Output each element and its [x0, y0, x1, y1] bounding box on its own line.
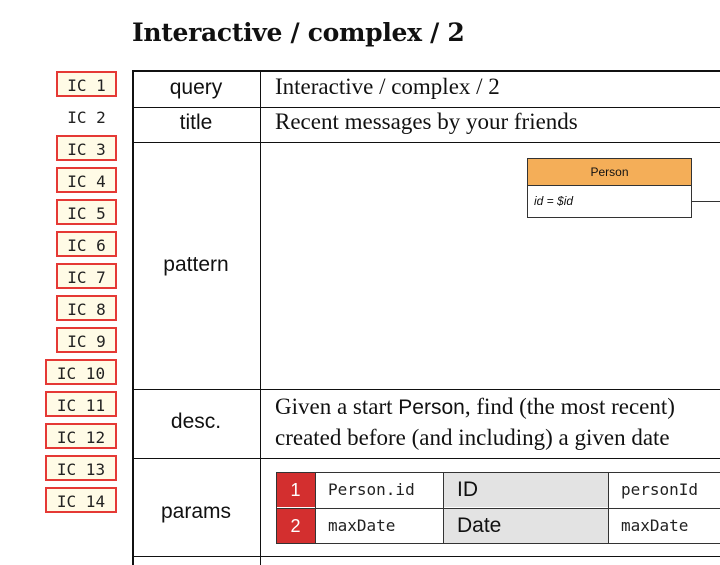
- row-value-query: Interactive / complex / 2: [275, 74, 500, 99]
- table-border-top: [132, 70, 720, 72]
- row-key-desc: desc.: [170, 410, 222, 433]
- row-value-desc-line-1: Given a start Person, find (the most rec…: [275, 394, 675, 420]
- table-column-divider: [260, 70, 261, 565]
- pattern-node-person-header: Person: [527, 158, 692, 186]
- row-key-params: params: [160, 500, 232, 523]
- params-grid-bottom: [276, 543, 720, 544]
- row-value-title: Recent messages by your friends: [275, 109, 578, 134]
- nav-item-ic-1[interactable]: IC 1: [56, 71, 117, 97]
- pattern-edge: [692, 201, 720, 202]
- params-grid-col-1: [315, 472, 316, 544]
- params-grid-col-0: [276, 472, 277, 544]
- param-2-name: maxDate: [328, 516, 396, 535]
- row-key-query: query: [169, 76, 223, 99]
- nav-item-ic-13[interactable]: IC 13: [45, 455, 117, 481]
- param-2-type: Date: [443, 509, 608, 543]
- nav-item-ic-8[interactable]: IC 8: [56, 295, 117, 321]
- nav-item-ic-10[interactable]: IC 10: [45, 359, 117, 385]
- table-rule-3: [132, 389, 720, 390]
- row-key-pattern: pattern: [163, 253, 229, 276]
- nav-item-ic-3[interactable]: IC 3: [56, 135, 117, 161]
- nav-item-ic-6[interactable]: IC 6: [56, 231, 117, 257]
- table-rule-2: [132, 142, 720, 143]
- params-grid-col-3: [608, 472, 609, 544]
- nav-item-ic-12[interactable]: IC 12: [45, 423, 117, 449]
- pattern-node-person-property: id = $id: [527, 186, 692, 218]
- nav-item-ic-5[interactable]: IC 5: [56, 199, 117, 225]
- table-border-left: [132, 70, 134, 565]
- table-rule-5: [132, 556, 720, 557]
- nav-item-ic-7[interactable]: IC 7: [56, 263, 117, 289]
- nav-item-ic-4[interactable]: IC 4: [56, 167, 117, 193]
- table-rule-4: [132, 458, 720, 459]
- page-title: Interactive / complex / 2: [132, 18, 465, 47]
- nav-item-ic-2[interactable]: IC 2: [67, 108, 106, 127]
- param-1-variable: personId: [621, 480, 699, 499]
- params-grid-middle: [276, 508, 720, 509]
- param-1-type: ID: [443, 473, 608, 507]
- nav-item-ic-9[interactable]: IC 9: [56, 327, 117, 353]
- param-1-name: Person.id: [328, 480, 415, 499]
- desc-text-person: Person: [398, 396, 465, 419]
- params-grid-col-2: [443, 472, 444, 544]
- row-value-desc-line-2: created before (and including) a given d…: [275, 425, 670, 450]
- nav-item-ic-11[interactable]: IC 11: [45, 391, 117, 417]
- nav-item-ic-14[interactable]: IC 14: [45, 487, 117, 513]
- desc-text-a: Given a start: [275, 394, 399, 419]
- param-2-variable: maxDate: [621, 516, 689, 535]
- row-key-title: title: [179, 111, 213, 134]
- param-2-number: 2: [276, 509, 315, 543]
- param-1-number: 1: [276, 473, 315, 507]
- params-grid-top: [276, 472, 720, 473]
- table-rule-1: [132, 107, 720, 108]
- desc-text-c: , find (the most recent): [464, 394, 675, 419]
